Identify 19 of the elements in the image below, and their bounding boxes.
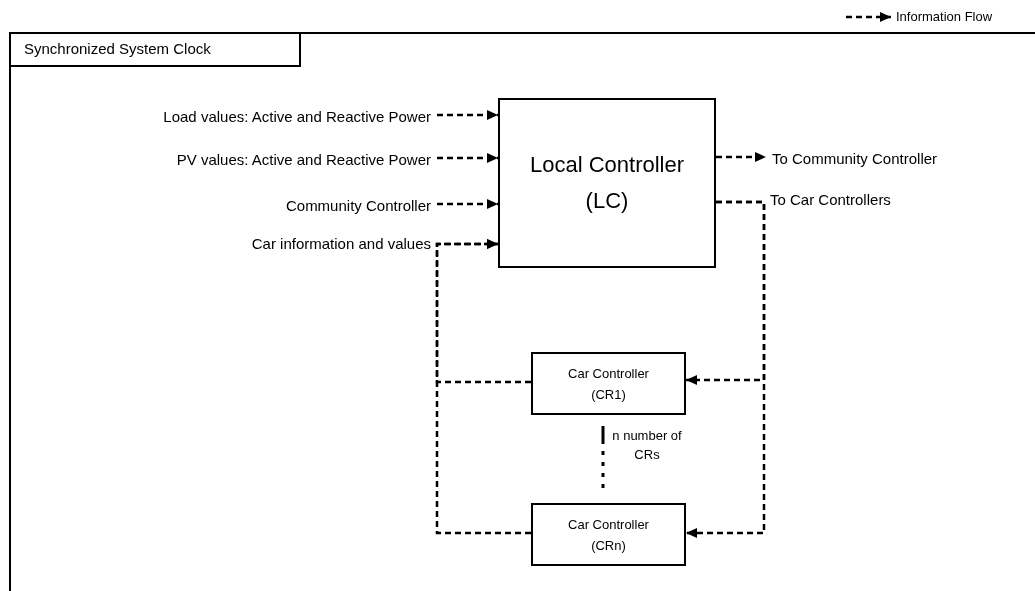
- controller-box: Car Controller (CR1): [531, 352, 686, 415]
- arrow: [686, 200, 766, 538]
- arrow: [437, 199, 498, 209]
- arrow: [716, 152, 766, 162]
- output-label: To Community Controller: [772, 149, 938, 169]
- input-label: Community Controller: [285, 196, 431, 216]
- controller-box: Local Controller (LC): [498, 98, 716, 268]
- frame-heading: Synchronized System Clock: [9, 32, 301, 67]
- arrow: [435, 239, 531, 535]
- legend-text: Information Flow: [896, 8, 993, 26]
- clock-frame: [9, 32, 1035, 591]
- controller-box: Car Controller (CRn): [531, 503, 686, 566]
- note-text: n number of CRs: [612, 427, 682, 464]
- output-label: To Car Controllers: [770, 190, 891, 210]
- input-label: Load values: Active and Reactive Power: [163, 107, 431, 127]
- input-label: PV values: Active and Reactive Power: [176, 150, 431, 170]
- input-label: Car information and values: [251, 234, 431, 254]
- arrow: [437, 153, 498, 163]
- arrow: [437, 110, 498, 120]
